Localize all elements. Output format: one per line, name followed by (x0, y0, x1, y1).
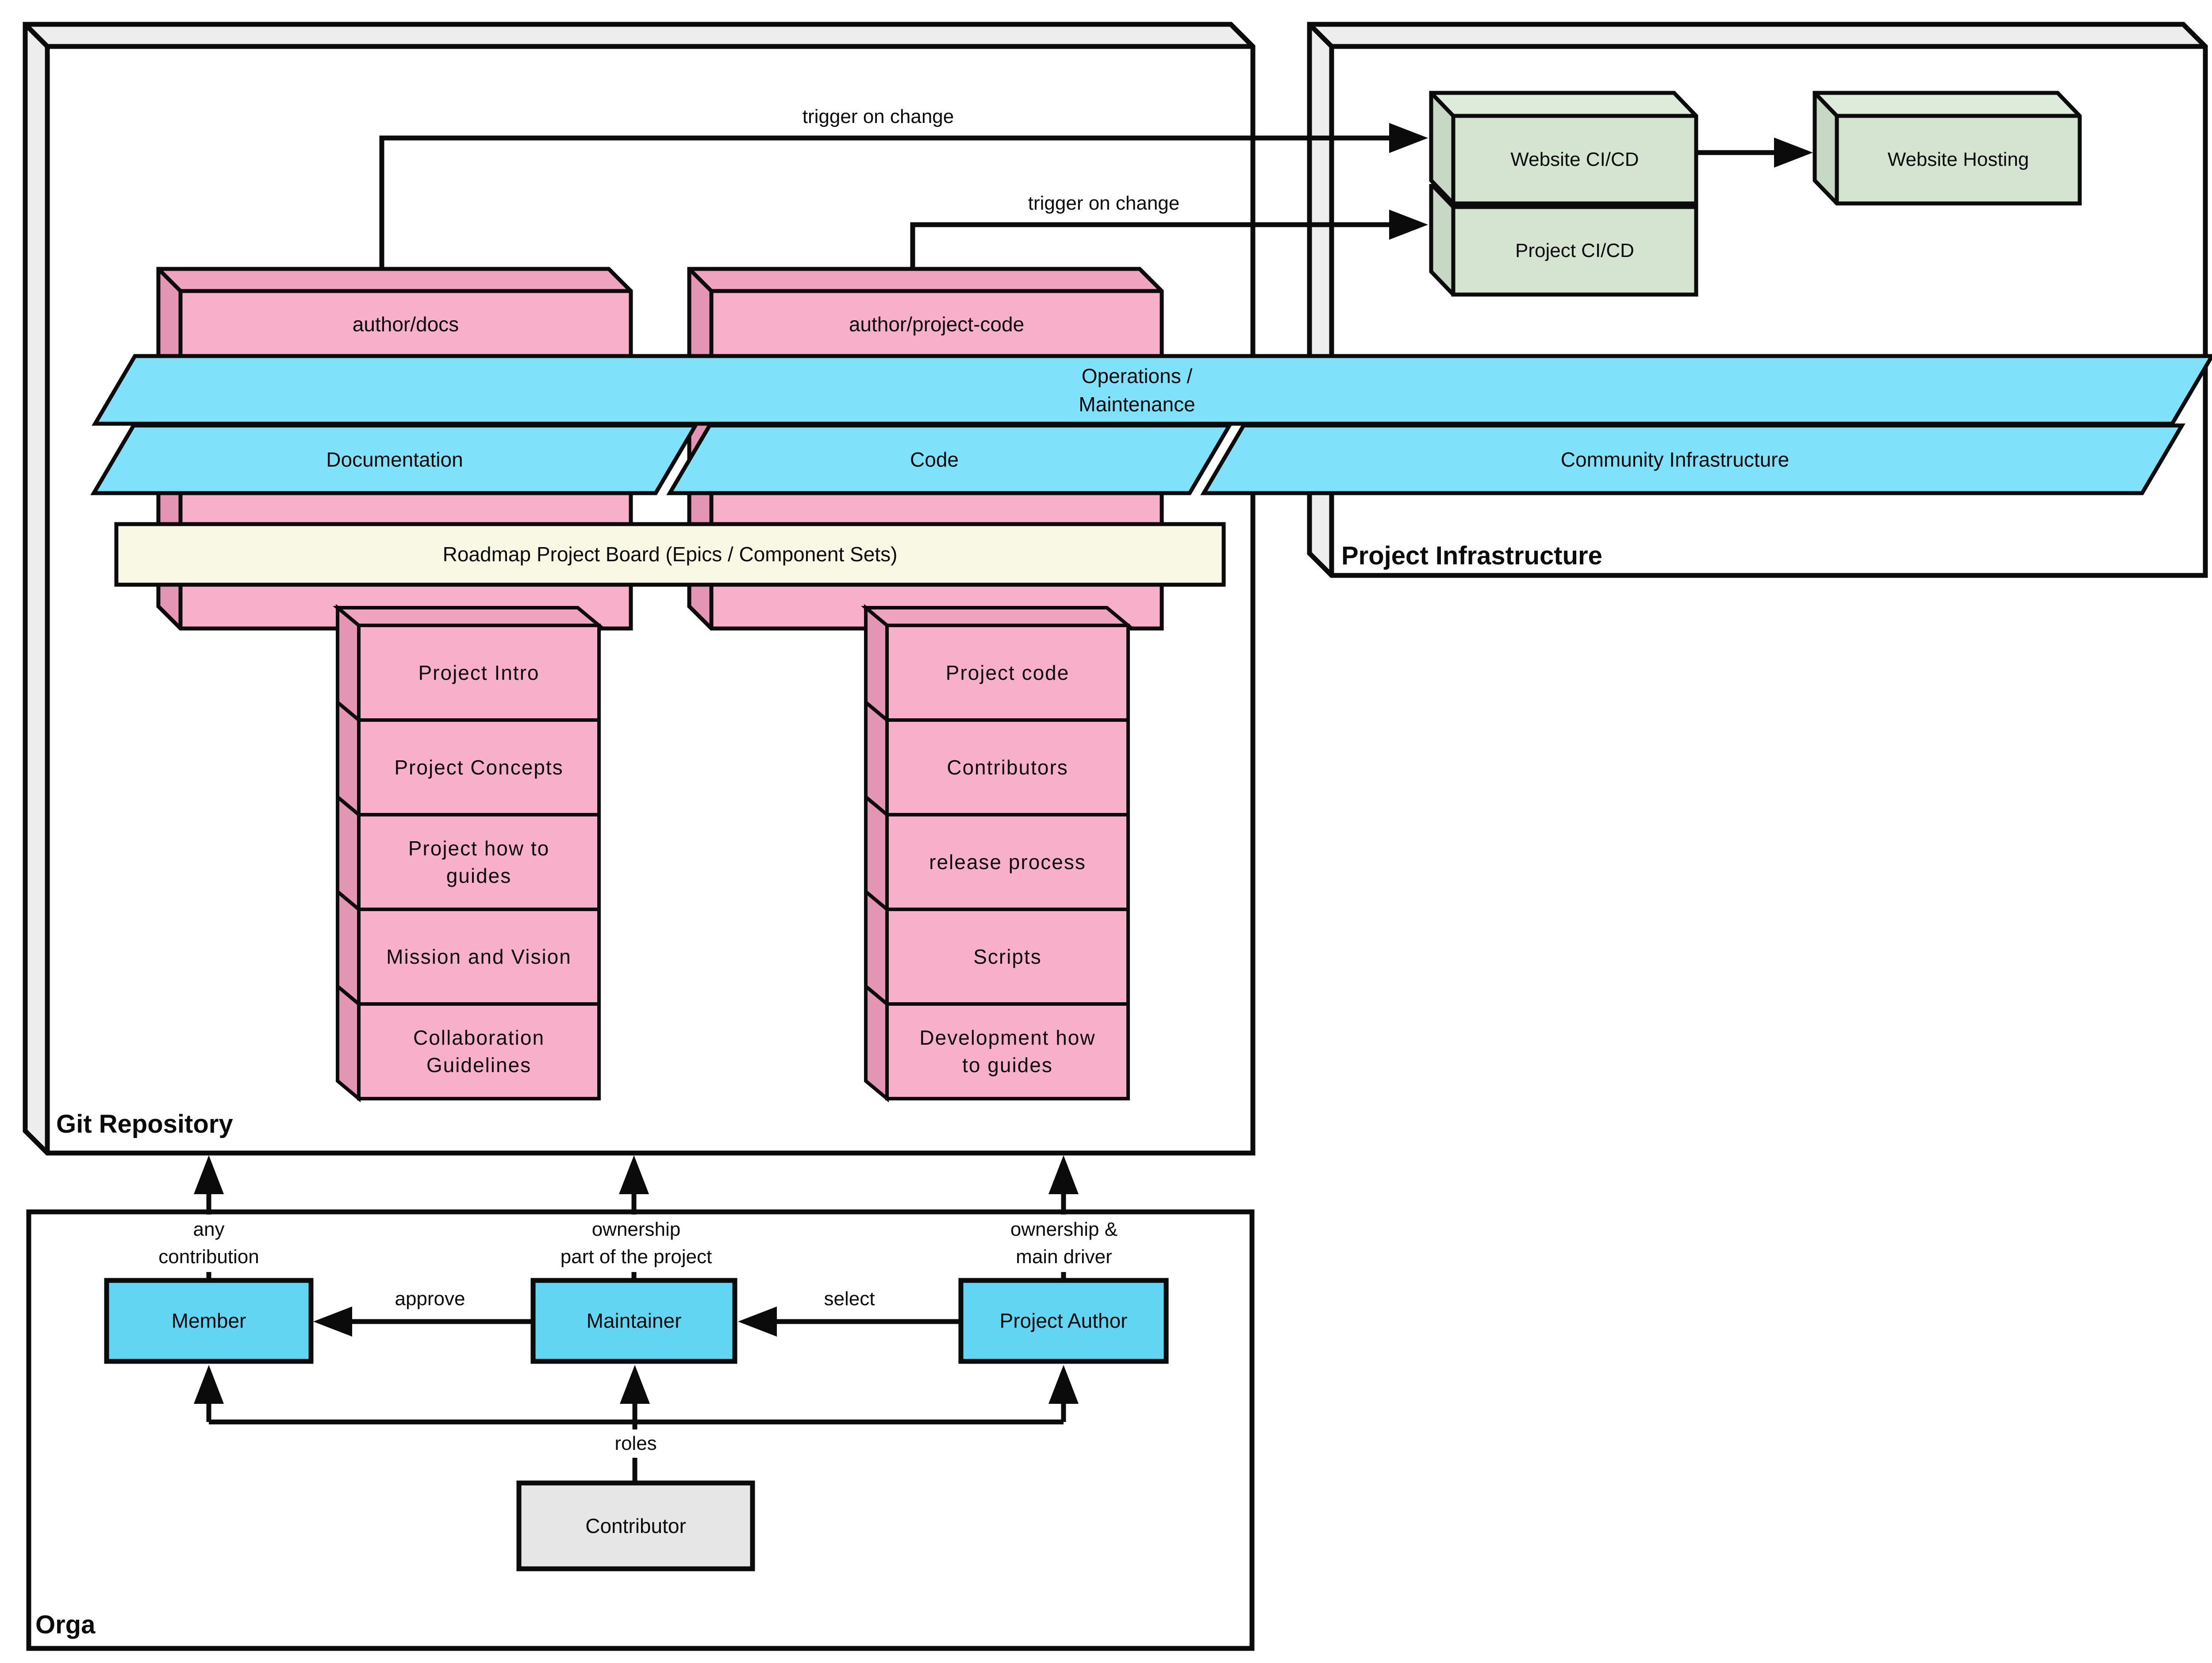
project-cicd-label: Project CI/CD (1515, 240, 1634, 262)
docs-stack-item-mission-and-vision: Mission and Vision (386, 945, 572, 968)
project-infrastructure-title: Project Infrastructure (1341, 541, 1602, 571)
code-stack-item-development-how-to-guides: Development how to guides (919, 1026, 1096, 1077)
git-repository-title: Git Repository (56, 1110, 233, 1139)
docs-stack-item-project-intro: Project Intro (418, 661, 540, 684)
code-stack-item-contributors: Contributors (947, 755, 1068, 779)
contributor-label: Contributor (585, 1514, 686, 1537)
ownership-main-label: ownership & main driver (951, 1215, 1177, 1272)
any-contribution-label: any contribution (118, 1215, 300, 1272)
roadmap-board-bar (114, 522, 1226, 587)
docs-stack (332, 604, 604, 1103)
author-project-code-label: author/project-code (849, 312, 1025, 336)
code-stack-item-project-code: Project code (945, 661, 1070, 684)
docs-stack-item-collaboration-guidelines: Collaboration Guidelines (413, 1026, 545, 1077)
code-label: Code (910, 448, 959, 471)
code-stack (860, 604, 1133, 1103)
code-stack-item-release-process: release process (929, 850, 1086, 874)
approve-arrow (313, 1307, 533, 1337)
trigger-on-change-arrow-docs (379, 123, 1428, 269)
website-hosting-box (1813, 91, 2082, 206)
select-arrow (738, 1307, 961, 1337)
docs-stack-item-project-how-to-guides: Project how to guides (408, 836, 550, 887)
member-box (104, 1278, 314, 1364)
author-docs-label: author/docs (352, 312, 459, 336)
community-infrastructure-label: Community Infrastructure (1560, 448, 1790, 471)
trigger-on-change-label-code: trigger on change (1028, 192, 1180, 215)
code-band (666, 423, 1233, 495)
roles-label: roles (588, 1429, 683, 1458)
orga-title: Orga (35, 1610, 96, 1640)
docs-stack-item-project-concepts: Project Concepts (394, 755, 564, 779)
website-hosting-label: Website Hosting (1887, 149, 2029, 171)
trigger-on-change-arrow-code (910, 210, 1428, 269)
website-cicd-box (1429, 91, 1698, 206)
roadmap-board-label: Roadmap Project Board (Epics / Component… (442, 543, 898, 566)
trigger-on-change-label-docs: trigger on change (802, 106, 954, 128)
project-cicd-box (1429, 182, 1698, 297)
maintainer-label: Maintainer (586, 1309, 682, 1333)
documentation-band (90, 423, 699, 495)
member-label: Member (171, 1309, 246, 1333)
community-infrastructure-band (1200, 423, 2185, 495)
approve-label: approve (395, 1288, 465, 1310)
project-author-label: Project Author (999, 1309, 1128, 1333)
documentation-label: Documentation (326, 448, 463, 471)
website-cicd-label: Website CI/CD (1510, 149, 1639, 171)
operations-maintenance-label: Operations / Maintenance (1026, 364, 1248, 416)
select-label: select (824, 1288, 875, 1310)
ownership-part-label: ownership part of the project (523, 1215, 749, 1272)
code-stack-item-scripts: Scripts (973, 945, 1042, 968)
cicd-to-hosting-arrow (1698, 138, 1813, 168)
